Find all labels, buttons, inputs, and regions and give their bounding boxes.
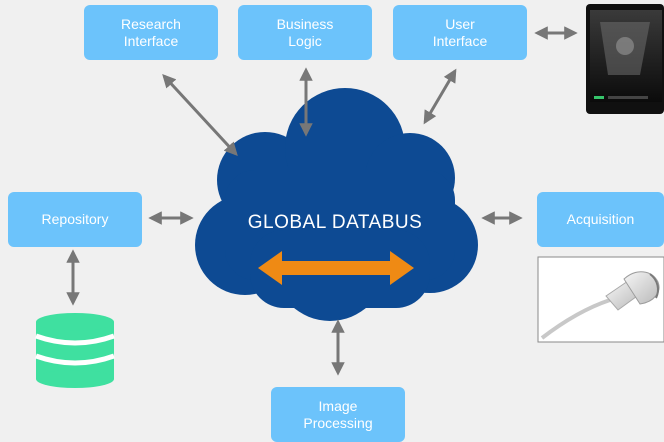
node-business-logic: Business Logic — [238, 5, 372, 60]
global-databus-label: GLOBAL DATABUS — [247, 212, 423, 233]
global-databus-cloud — [195, 88, 478, 321]
connector-user-interface — [423, 68, 457, 125]
node-image-processing: Image Processing — [271, 387, 405, 442]
databus-arrow — [258, 251, 414, 285]
node-repository: Repository — [8, 192, 142, 247]
database-icon — [35, 313, 115, 388]
connector-research — [162, 74, 238, 156]
node-research-interface: Research Interface — [84, 5, 218, 60]
ultrasound-probe-icon — [537, 256, 664, 343]
node-acquisition: Acquisition — [537, 192, 664, 247]
tablet-device-icon — [586, 4, 664, 114]
node-user-interface: User Interface — [393, 5, 527, 60]
